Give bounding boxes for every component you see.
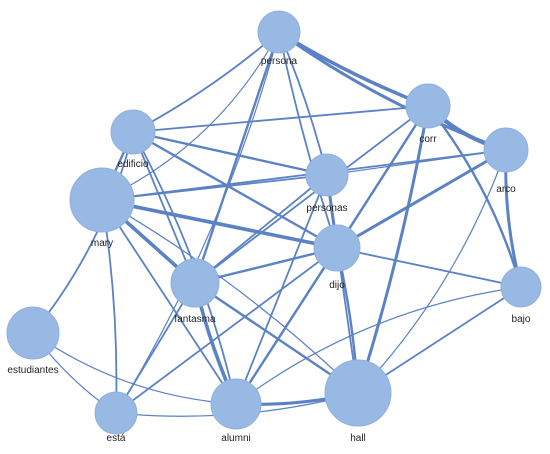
edge-persona-edificio xyxy=(132,31,280,133)
node-esta[interactable]: está xyxy=(94,391,138,444)
node-circle-edificio[interactable] xyxy=(110,109,156,155)
node-alumni[interactable]: alumni xyxy=(210,378,262,444)
edge-corr-hall xyxy=(356,104,430,395)
node-circle-hall[interactable] xyxy=(324,359,392,427)
node-label-mary: mary xyxy=(91,238,113,249)
node-label-personas: personas xyxy=(306,203,347,214)
edge-corr-edificio xyxy=(132,105,429,133)
node-circle-mary[interactable] xyxy=(69,167,135,233)
node-persona[interactable]: persona xyxy=(257,10,301,67)
node-label-fantasma: fantasma xyxy=(174,314,216,325)
node-layer: persona corr edificio arco personas mary dijo f… xyxy=(6,10,542,444)
node-estudiantes[interactable]: estudiantes xyxy=(6,306,60,376)
node-circle-alumni[interactable] xyxy=(210,378,262,430)
node-circle-personas[interactable] xyxy=(305,153,349,197)
edge-persona-personas xyxy=(278,31,328,176)
edge-edificio-estudiantes xyxy=(32,131,134,334)
edge-persona-corr xyxy=(277,30,430,108)
node-circle-esta[interactable] xyxy=(94,391,138,435)
node-label-bajo: bajo xyxy=(512,314,531,325)
node-label-esta: está xyxy=(107,433,126,444)
node-hall[interactable]: hall xyxy=(324,359,392,444)
edge-dijo-bajo xyxy=(336,247,522,288)
node-label-estudiantes: estudiantes xyxy=(7,365,58,376)
node-dijo[interactable]: dijo xyxy=(313,224,361,291)
node-personas[interactable]: personas xyxy=(305,153,349,214)
edge-dijo-esta xyxy=(115,247,338,414)
node-circle-corr[interactable] xyxy=(405,83,451,129)
node-edificio[interactable]: edificio xyxy=(110,109,156,170)
edge-estudiantes-alumni xyxy=(32,332,237,405)
node-arco[interactable]: arco xyxy=(483,127,529,195)
node-circle-persona[interactable] xyxy=(257,10,301,54)
edge-bajo-alumni xyxy=(235,286,522,405)
node-circle-bajo[interactable] xyxy=(500,266,542,308)
edge-persona-fantasma xyxy=(193,30,281,285)
node-label-edificio: edificio xyxy=(117,159,149,170)
node-circle-arco[interactable] xyxy=(483,127,529,173)
edge-edificio-dijo xyxy=(131,130,339,250)
edge-persona-dijo xyxy=(278,31,338,249)
node-label-alumni: alumni xyxy=(221,433,250,444)
node-circle-estudiantes[interactable] xyxy=(6,306,60,360)
node-label-persona: persona xyxy=(261,56,298,67)
edge-corr-fantasma xyxy=(194,105,429,284)
edge-mary-hall xyxy=(101,199,359,394)
node-circle-dijo[interactable] xyxy=(313,224,361,272)
edge-arco-hall xyxy=(357,149,507,394)
edge-arco-dijo xyxy=(335,148,508,250)
node-corr[interactable]: corr xyxy=(405,83,451,145)
node-label-dijo: dijo xyxy=(329,280,345,291)
node-label-corr: corr xyxy=(419,134,437,145)
edge-edificio-personas xyxy=(131,130,329,177)
node-label-arco: arco xyxy=(496,184,516,195)
node-fantasma[interactable]: fantasma xyxy=(170,258,220,325)
edge-persona-esta xyxy=(115,31,280,414)
node-circle-fantasma[interactable] xyxy=(170,258,220,308)
node-bajo[interactable]: bajo xyxy=(500,266,542,325)
node-label-hall: hall xyxy=(350,433,366,444)
node-mary[interactable]: mary xyxy=(69,167,135,249)
edge-corr-bajo xyxy=(426,104,523,289)
edge-dijo-alumni xyxy=(234,246,339,406)
